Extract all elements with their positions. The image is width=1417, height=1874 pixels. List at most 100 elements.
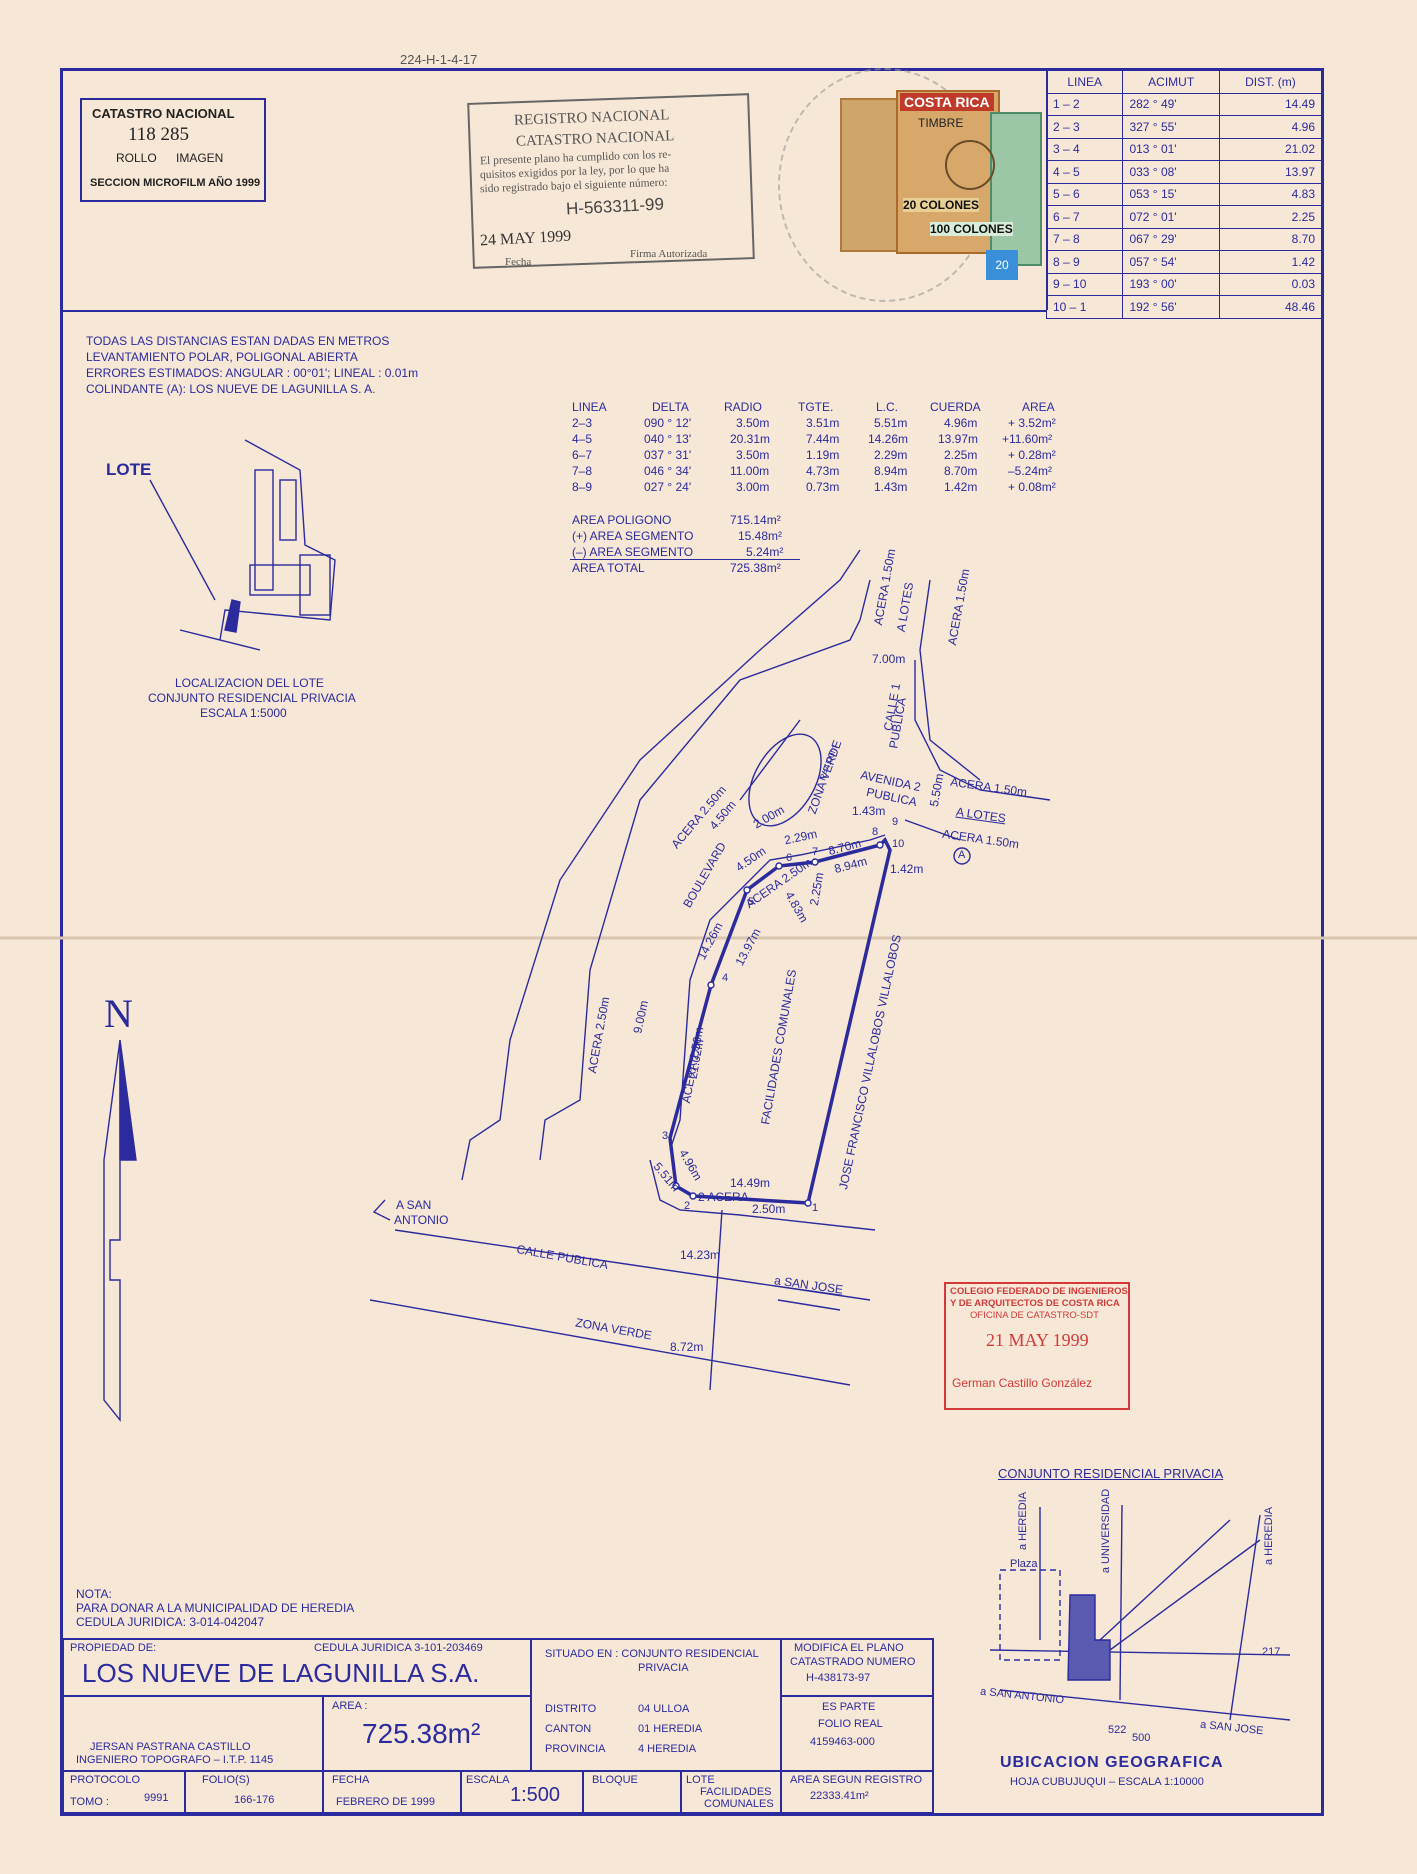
tb-escala: 1:500 — [510, 1784, 561, 1806]
geo-caption: UBICACION GEOGRAFICA — [1000, 1754, 1224, 1771]
geo-title: CONJUNTO RESIDENCIAL PRIVACIA — [998, 1466, 1224, 1481]
nota-title: NOTA: — [76, 1587, 112, 1601]
catastro-section: SECCION MICROFILM AÑO 1999 — [90, 177, 261, 189]
curve-header: TGTE. — [798, 400, 834, 414]
arrow-san-antonio — [372, 1199, 391, 1221]
lote-label: LOTE — [106, 460, 152, 479]
curve-cell: 1.19m — [806, 448, 840, 462]
geo-road-217 — [989, 1649, 1291, 1656]
curve-cell: + 0.28m² — [1008, 448, 1056, 462]
street-inner-right — [919, 579, 981, 781]
colegio-line1: COLEGIO FEDERADO DE INGENIEROS — [950, 1286, 1128, 1297]
north-arrow — [119, 1039, 137, 1161]
geo-road-heredia2 — [1229, 1514, 1261, 1721]
area-summary-label: (+) AREA SEGMENTO — [572, 529, 694, 543]
vertex-label-4: 4 — [722, 972, 729, 984]
curve-cell: 2–3 — [572, 416, 593, 430]
vertex-label-2: 2 — [684, 1200, 691, 1212]
curve-cell: 3.00m — [736, 480, 770, 494]
geo-sub: HOJA CUBUJUQUI – ESCALA 1:10000 — [1010, 1776, 1204, 1788]
label-1449: 14.49m — [730, 1176, 771, 1190]
geo-500: 500 — [1132, 1732, 1151, 1744]
tb-area: 725.38m² — [362, 1718, 481, 1749]
location-caption3: ESCALA 1:5000 — [200, 706, 287, 720]
lot-vertices — [672, 841, 884, 1207]
curve-cell: 7–8 — [572, 464, 593, 478]
tb-divider — [184, 1770, 186, 1814]
location-leader — [149, 479, 216, 601]
label-700: 7.00m — [872, 652, 906, 666]
azimuth-cell: 3 – 4 — [1045, 137, 1124, 161]
curve-header: L.C. — [876, 400, 899, 414]
azimuth-header-acimut: ACIMUT — [1122, 70, 1220, 94]
tb-bloque: BLOQUE — [592, 1774, 638, 1786]
curve-cell: + 0.08m² — [1008, 480, 1056, 494]
tb-propiedad-label: PROPIEDAD DE: — [70, 1642, 157, 1654]
area-summary-rule — [570, 559, 800, 560]
label-872: 8.72m — [670, 1340, 704, 1354]
label-142: 1.42m — [890, 862, 924, 876]
curve-cell: 6–7 — [572, 448, 593, 462]
tb-divider — [460, 1770, 462, 1814]
note-line: LEVANTAMIENTO POLAR, POLIGONAL ABIERTA — [86, 350, 358, 364]
location-road — [179, 629, 261, 651]
azimuth-cell: 053 ° 15' — [1122, 182, 1220, 206]
geo-universidad: a UNIVERSIDAD — [1100, 1488, 1113, 1574]
azimuth-cell: 21.02 — [1218, 137, 1323, 161]
tb-distrito-label: DISTRITO — [545, 1703, 597, 1715]
colindante-label: A — [958, 849, 966, 861]
curve-cell: 040 ° 13' — [644, 432, 692, 446]
geo-site — [1067, 1594, 1111, 1681]
tb-distrito: 04 ULLOA — [638, 1703, 690, 1715]
curve-cell: +11.60m² — [1002, 432, 1053, 446]
tb-divider — [322, 1695, 324, 1814]
curve-header: AREA — [1022, 400, 1055, 414]
tb-area-registro-label: AREA SEGUN REGISTRO — [790, 1774, 923, 1786]
vertex-label-10: 10 — [892, 838, 905, 850]
curve-cell: 2.25m — [944, 448, 978, 462]
tb-lote-label: LOTE — [686, 1774, 715, 1786]
azimuth-cell: 5 – 6 — [1045, 182, 1124, 206]
tb-tomo-number: 9991 — [144, 1792, 169, 1804]
curve-cell: 2.29m — [874, 448, 908, 462]
label-250: 2.50m — [752, 1202, 786, 1216]
catastro-roll: ROLLO — [116, 151, 157, 165]
azimuth-cell: 072 ° 01' — [1122, 205, 1220, 229]
curve-cell: 1.43m — [874, 480, 908, 494]
tb-owner: LOS NUEVE DE LAGUNILLA S.A. — [82, 1658, 480, 1688]
curve-cell: 0.73m — [806, 480, 840, 494]
tb-fecha-label: FECHA — [332, 1774, 370, 1786]
curve-cell: 046 ° 34' — [644, 464, 692, 478]
tax-stamp-value2: 100 COLONES — [930, 222, 1013, 236]
tax-stamp-timbre: TIMBRE — [918, 116, 964, 130]
tb-lote1: FACILIDADES — [700, 1786, 772, 1798]
tax-stamp-brand: COSTA RICA — [900, 93, 994, 111]
tb-canton-label: CANTON — [545, 1723, 592, 1735]
label-143: 1.43m — [852, 804, 886, 818]
north-arrow-shaft — [103, 1039, 121, 1422]
azimuth-cell: 10 – 1 — [1045, 295, 1124, 319]
curve-header: DELTA — [652, 400, 689, 414]
curve-cell: 037 ° 31' — [644, 448, 692, 462]
tb-divider — [530, 1638, 532, 1770]
azimuth-cell: 013 ° 01' — [1122, 137, 1220, 161]
curve-cell: 8.70m — [944, 464, 978, 478]
area-summary-value: 5.24m² — [746, 545, 784, 559]
curve-cell: 3.50m — [736, 448, 770, 462]
azimuth-cell: 327 ° 55' — [1122, 115, 1220, 139]
tb-folios: FOLIO(S) — [202, 1774, 250, 1786]
curve-header: CUERDA — [930, 400, 981, 414]
area-summary-label: (–) AREA SEGMENTO — [572, 545, 694, 559]
location-caption2: CONJUNTO RESIDENCIAL PRIVACIA — [148, 691, 356, 705]
street-outer-left — [539, 579, 871, 1161]
colegio-line3: OFICINA DE CATASTRO-SDT — [970, 1310, 1099, 1321]
tb-modifica1: MODIFICA EL PLANO — [794, 1642, 904, 1654]
curve-cell: 090 ° 12' — [644, 416, 692, 430]
location-caption1: LOCALIZACION DEL LOTE — [175, 676, 324, 690]
tb-divider — [780, 1638, 782, 1814]
tb-protocolo: PROTOCOLO — [70, 1774, 141, 1786]
